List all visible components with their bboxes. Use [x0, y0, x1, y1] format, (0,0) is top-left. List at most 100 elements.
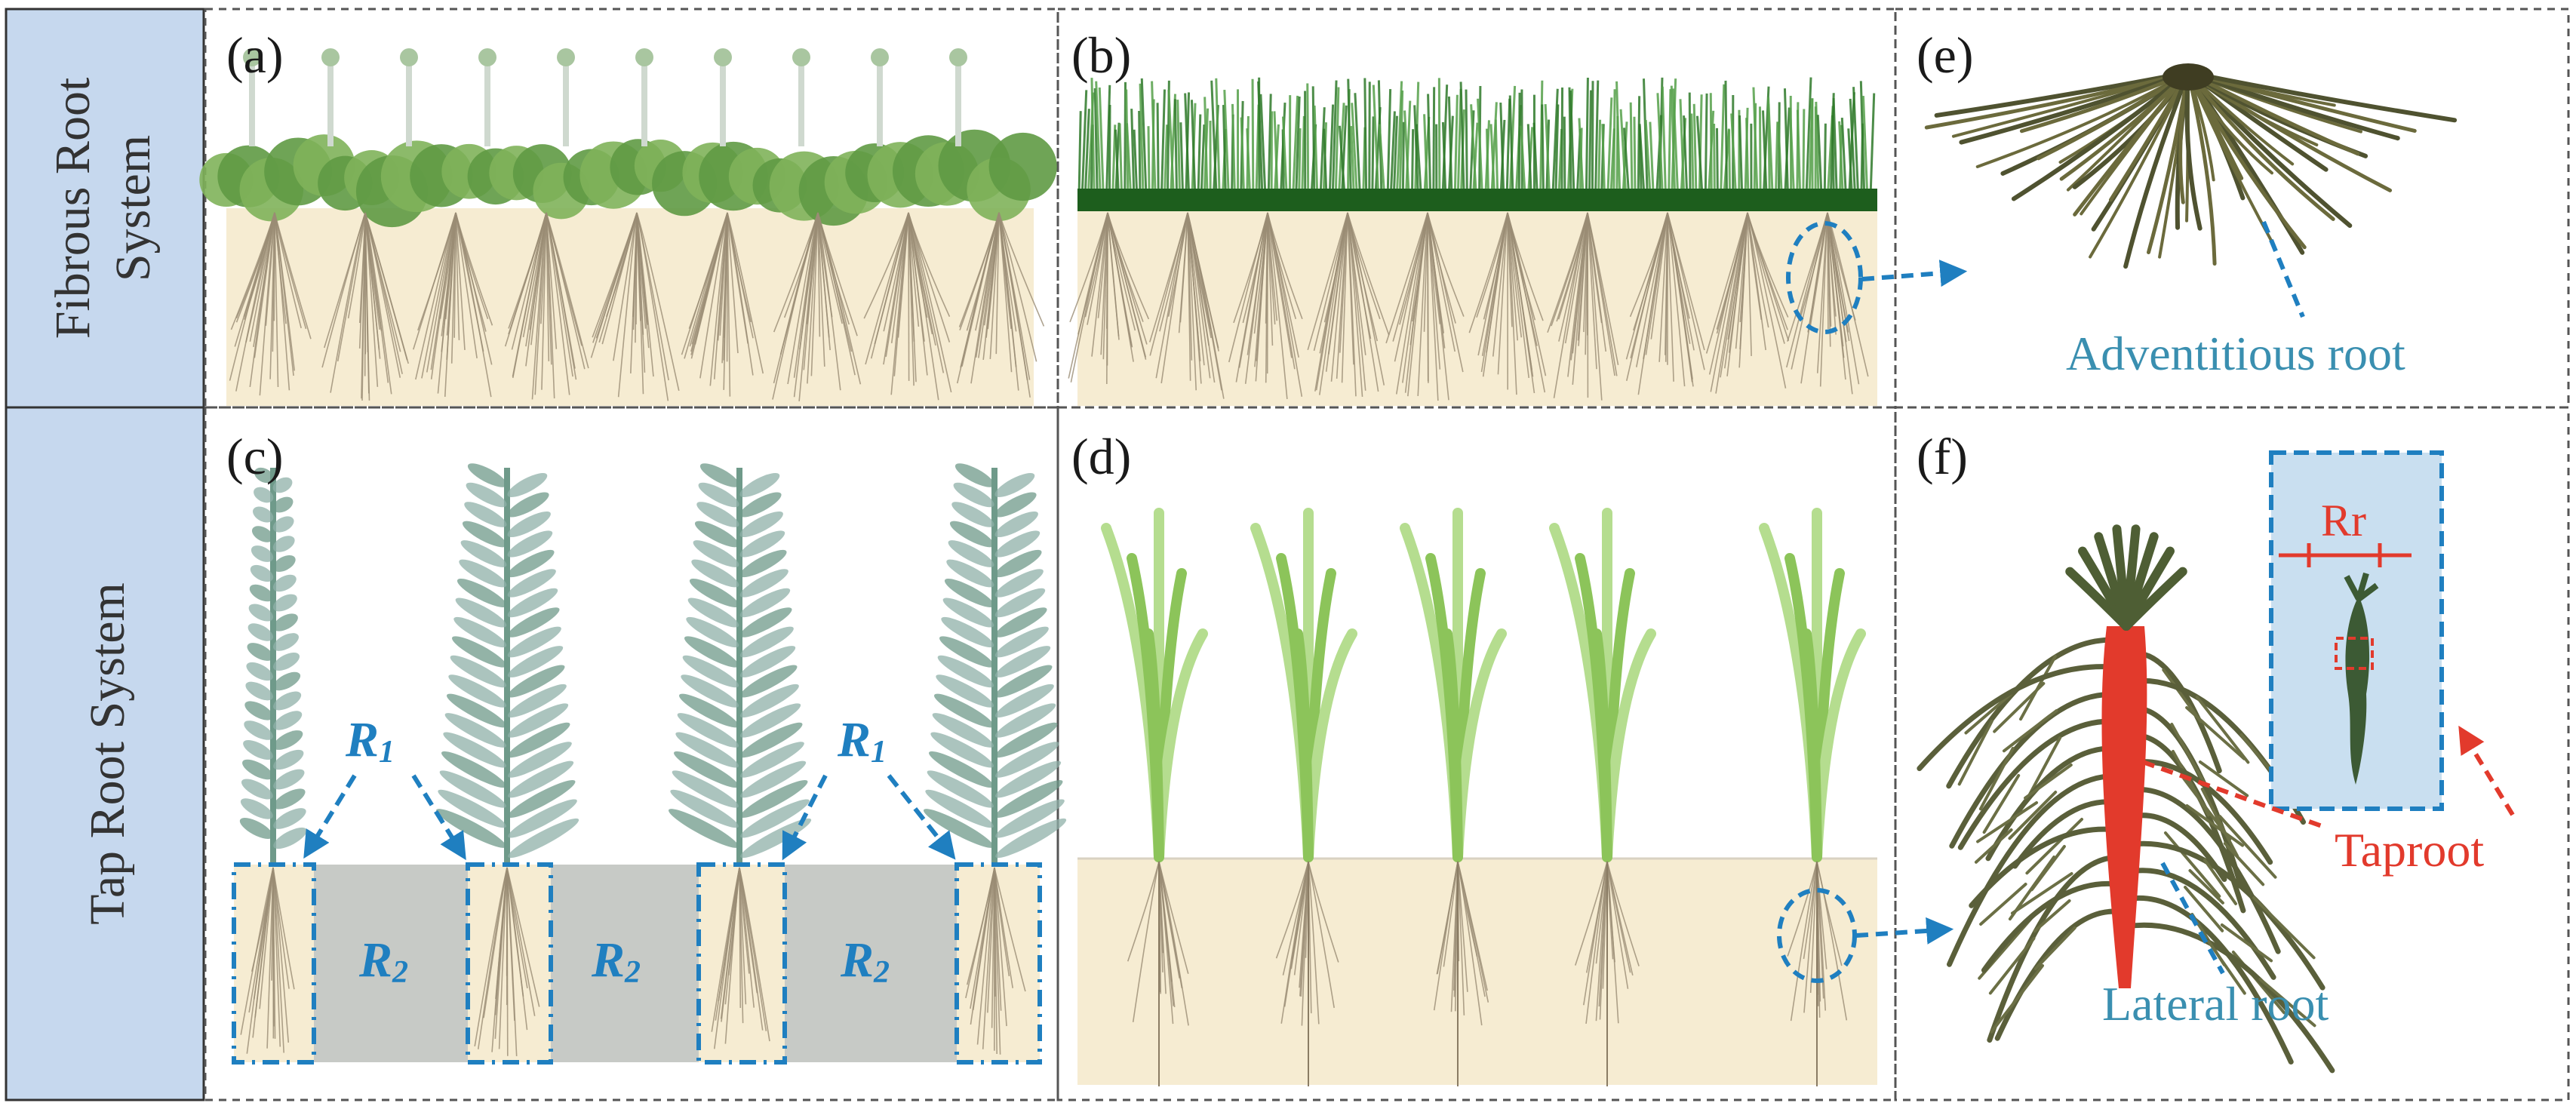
fibrous-root-strand	[817, 212, 821, 337]
grass-blade	[1240, 117, 1246, 198]
fibrous-root-strand	[1583, 861, 1608, 1006]
fibrous-root-strand	[430, 212, 456, 370]
r2-2-sub: 2	[624, 955, 641, 990]
adventitious-root-illustration	[1924, 63, 2458, 269]
lateral-root-twig	[1978, 747, 2015, 811]
tall-plant-leaf	[994, 607, 1047, 637]
tall-plant-leaf	[740, 742, 804, 778]
grass-blade	[1859, 81, 1866, 198]
fibrous-root-strand	[1558, 212, 1588, 342]
grass-blade	[1720, 84, 1726, 198]
grass-blade	[1767, 97, 1774, 198]
tall-plant-leaf	[995, 818, 1067, 859]
fibrous-root-strand	[1265, 212, 1268, 383]
shrub-top	[478, 48, 496, 66]
grass-blade	[1713, 123, 1716, 198]
tall-plant-leaf	[689, 579, 739, 607]
fibrous-root-strand	[1107, 212, 1120, 336]
grass-blade	[1816, 115, 1823, 198]
panel-label-d: (d)	[1071, 428, 1131, 485]
tall-plant-leaf	[507, 588, 558, 618]
fibrous-root-strand	[1423, 212, 1428, 332]
grass-blade	[1588, 90, 1593, 198]
tall-plant-leaf	[273, 711, 303, 730]
tall-plant-leaf	[507, 703, 569, 738]
gap-zone-3	[785, 865, 957, 1062]
grass-blade	[1173, 99, 1179, 198]
r2-1-sub: 2	[392, 955, 408, 990]
grass-blade	[1427, 94, 1432, 198]
tall-plant-leaf	[507, 607, 560, 637]
tall-plant-leaf	[994, 722, 1058, 758]
grass-blade	[1354, 93, 1362, 198]
adventitious-root-strand	[2011, 70, 2190, 201]
tall-plant-leaf	[272, 477, 293, 493]
tall-plant-leaf	[441, 751, 506, 788]
tall-plant-leaf	[949, 521, 994, 548]
seedling-blade	[1143, 628, 1164, 862]
tall-plant-leaf	[739, 549, 787, 578]
lateral-root-twig	[1957, 720, 1993, 786]
grass-blade	[1802, 109, 1806, 198]
fibrous-root-strand	[817, 212, 850, 325]
grass-blade	[1338, 125, 1346, 198]
grass-blade	[1661, 86, 1668, 198]
fibrous-root-strand	[998, 212, 1045, 327]
fibrous-root-strand	[455, 212, 484, 352]
fibrous-root-strand	[1187, 212, 1191, 381]
grass-blade	[1783, 88, 1790, 198]
fibrous-root-strand	[1667, 212, 1674, 382]
fibrous-root-strand	[994, 867, 1001, 1055]
tall-plant-leaf	[439, 770, 506, 808]
grass-blade	[1489, 124, 1496, 198]
lateral-root-twig	[2200, 788, 2239, 858]
lateral-root-twig	[1988, 937, 2036, 995]
tall-plant-leaf	[250, 564, 274, 582]
tall-plant-leaf	[739, 684, 799, 718]
grass-blade	[1644, 119, 1652, 198]
lateral-root-twig	[2184, 886, 2224, 932]
grass-blade	[1179, 122, 1185, 198]
grass-blade	[1815, 101, 1820, 198]
tall-plant-leaf	[675, 732, 739, 768]
tall-plant-leaf	[739, 607, 792, 637]
fibrous-root-strand	[347, 212, 366, 319]
grass-blade	[1323, 128, 1328, 198]
grass-blade	[1465, 89, 1468, 198]
panel-label-f: (f)	[1917, 428, 1968, 485]
grass-blade	[1313, 105, 1319, 198]
r1-label-left: R1	[345, 712, 395, 770]
grass-blade	[1404, 100, 1412, 198]
grass-blade	[1160, 89, 1166, 198]
lateral-root-branch	[2123, 787, 2281, 954]
grass-blade	[1459, 81, 1465, 198]
rr-label: Rr	[2321, 496, 2366, 545]
tall-plant-leaf	[739, 492, 782, 518]
tall-plant-leaf	[448, 674, 507, 708]
grass-blade	[1649, 121, 1655, 198]
grass-blade	[1679, 99, 1686, 198]
fibrous-root-strand	[908, 212, 933, 335]
grass-blade	[1688, 92, 1692, 198]
tall-plant-leaf	[994, 588, 1046, 618]
tall-plant-leaf	[443, 732, 506, 768]
grass-blade	[1642, 78, 1649, 198]
tall-plant-leaf	[679, 693, 739, 728]
grass-blade	[1551, 88, 1559, 198]
fibrous-root-strand	[546, 212, 558, 349]
grass-blade	[1619, 109, 1628, 198]
grass-blade	[1147, 126, 1151, 198]
fibrous-root-strand	[246, 867, 274, 1054]
fibrous-root-strand	[727, 212, 739, 354]
tall-plant-leaf	[953, 482, 994, 508]
tall-plant-leaf	[739, 722, 803, 758]
adventitious-root-crown	[2163, 63, 2214, 91]
fibrous-root-strand	[1427, 212, 1441, 324]
tall-plant-leaf	[272, 574, 297, 592]
fibrous-root-strand	[364, 212, 408, 361]
grass-blade	[1105, 84, 1111, 198]
lateral-root-twig	[1979, 883, 2027, 926]
tall-plant-leaf	[508, 742, 572, 778]
tall-plant-leaf	[995, 742, 1059, 778]
grass-blade	[1591, 81, 1594, 198]
